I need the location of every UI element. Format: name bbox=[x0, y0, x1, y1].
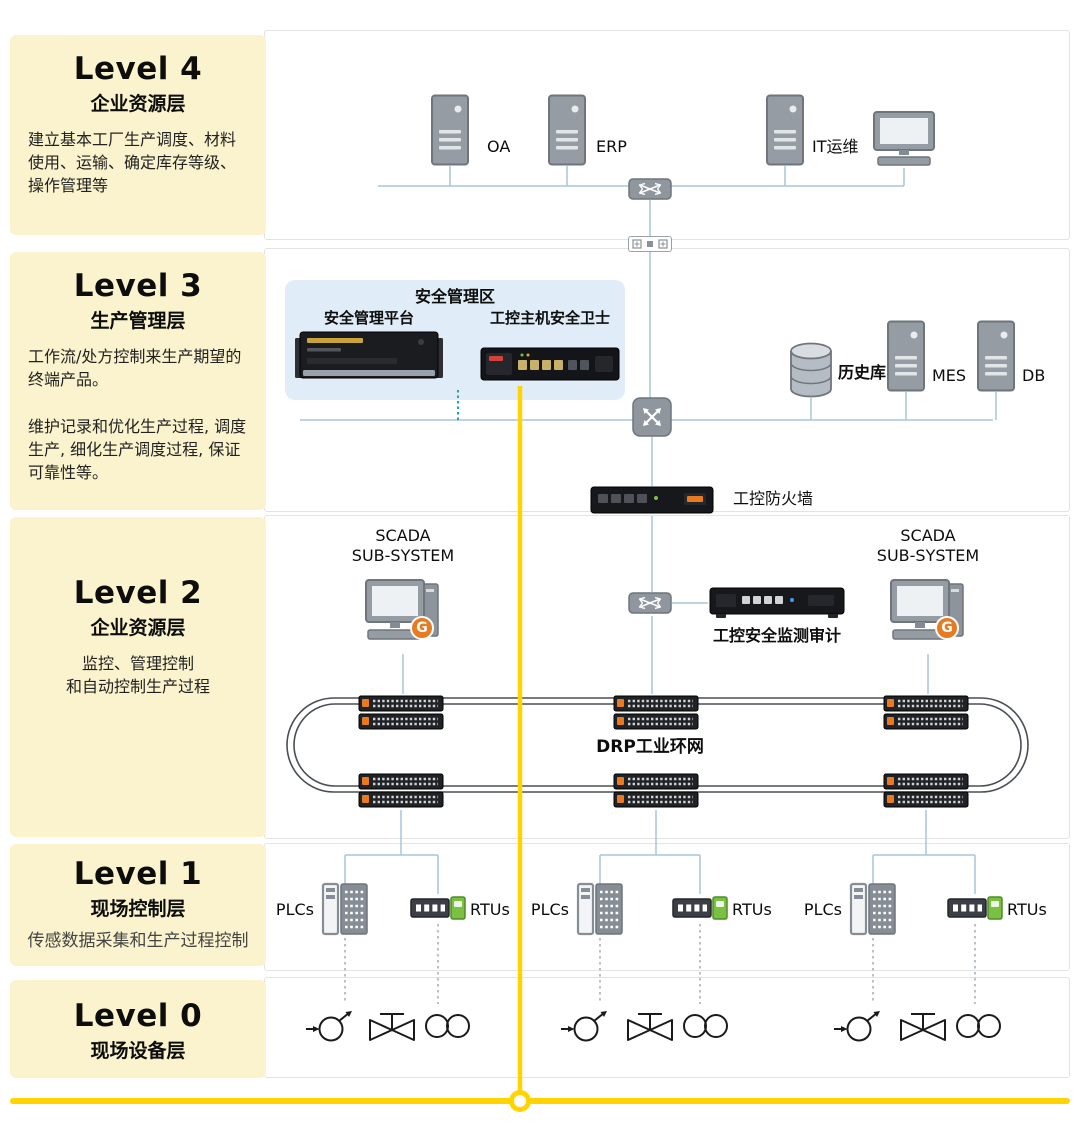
drp-ring-label: DRP工业环网 bbox=[596, 737, 704, 757]
scada-left-workstation-icon bbox=[364, 578, 442, 654]
security-gateway-icon bbox=[628, 236, 672, 252]
level2-description: 监控、管理控制 和自动控制生产过程 bbox=[65, 654, 210, 697]
level2-subtitle: 企业资源层 bbox=[90, 617, 186, 639]
level4-switch-icon bbox=[628, 176, 672, 202]
security-audit-label: 工控安全监测审计 bbox=[712, 626, 841, 645]
level4-description: 建立基本工厂生产调度、材料使用、运输、确定库存等级、操作管理等 bbox=[28, 130, 237, 196]
oa-server-label: OA bbox=[487, 137, 511, 156]
meter-icon-3 bbox=[953, 1012, 1005, 1040]
ring-switch-top-right-icon bbox=[881, 694, 971, 732]
db-label: DB bbox=[1022, 366, 1046, 385]
level0-title: Level 0 bbox=[73, 998, 203, 1034]
it-desktop-icon bbox=[872, 110, 936, 168]
meter-icon-2 bbox=[680, 1012, 732, 1040]
security-audit-appliance-icon bbox=[708, 586, 846, 620]
scada-right-label: SCADA SUB-SYSTEM bbox=[876, 526, 980, 565]
rtus-label-2: RTUs bbox=[732, 900, 772, 919]
level2-switch-icon bbox=[628, 590, 672, 616]
rtu-icon-2 bbox=[672, 894, 728, 922]
level3-description: 工作流/处方控制来生产期望的终端产品。 维护记录和优化生产过程, 调度生产, 细… bbox=[28, 347, 247, 482]
level2-title: Level 2 bbox=[73, 575, 203, 611]
yellow-endpoint-circle bbox=[509, 1090, 531, 1112]
level0-box: Level 0 现场设备层 bbox=[10, 980, 266, 1078]
level4-box: Level 4 企业资源层 建立基本工厂生产调度、材料使用、运输、确定库存等级、… bbox=[10, 35, 266, 235]
panel-level4 bbox=[264, 30, 1070, 240]
host-guard-appliance-icon bbox=[480, 342, 620, 386]
erp-server-icon bbox=[547, 94, 587, 166]
rtu-icon-1 bbox=[410, 894, 466, 922]
level2-box: Level 2 企业资源层 监控、管理控制 和自动控制生产过程 bbox=[10, 517, 266, 837]
level3-subtitle: 生产管理层 bbox=[90, 310, 186, 332]
mes-server-icon bbox=[886, 320, 926, 392]
db-server-icon bbox=[976, 320, 1016, 392]
yellow-baseline bbox=[10, 1098, 1070, 1104]
rtu-icon-3 bbox=[947, 894, 1003, 922]
level1-box: Level 1 现场控制层 传感数据采集和生产过程控制 bbox=[10, 844, 266, 966]
plcs-label-2: PLCs bbox=[530, 900, 569, 919]
plcs-label-1: PLCs bbox=[275, 900, 314, 919]
plc-icon-3 bbox=[849, 882, 897, 936]
pump-icon-2 bbox=[559, 1006, 615, 1044]
industrial-firewall-icon bbox=[590, 484, 714, 516]
level3-switch-icon bbox=[632, 397, 672, 437]
mgmt-platform-rack-icon bbox=[295, 328, 443, 386]
pump-icon-1 bbox=[304, 1006, 360, 1044]
rtus-label-1: RTUs bbox=[470, 900, 510, 919]
plcs-label-3: PLCs bbox=[803, 900, 842, 919]
erp-server-label: ERP bbox=[596, 137, 627, 156]
scada-right-g-badge: G bbox=[935, 616, 959, 640]
ring-switch-bottom-left-icon bbox=[356, 772, 446, 810]
ring-switch-bottom-right-icon bbox=[881, 772, 971, 810]
oa-server-icon bbox=[430, 94, 470, 166]
plc-icon-2 bbox=[576, 882, 624, 936]
historian-label: 历史库 bbox=[838, 363, 887, 382]
pump-icon-3 bbox=[832, 1006, 888, 1044]
rtus-label-3: RTUs bbox=[1007, 900, 1047, 919]
level3-title: Level 3 bbox=[73, 268, 203, 304]
level4-subtitle: 企业资源层 bbox=[90, 93, 186, 115]
ring-switch-top-left-icon bbox=[356, 694, 446, 732]
it-ops-server-icon bbox=[765, 94, 805, 166]
historian-db-icon bbox=[789, 342, 833, 398]
level1-title: Level 1 bbox=[73, 856, 203, 892]
security-zone-title: 安全管理区 bbox=[414, 287, 495, 306]
industrial-firewall-label: 工控防火墙 bbox=[733, 489, 814, 508]
level0-subtitle: 现场设备层 bbox=[90, 1040, 186, 1062]
level3-box: Level 3 生产管理层 工作流/处方控制来生产期望的终端产品。 维护记录和优… bbox=[10, 252, 266, 510]
scada-right-workstation-icon bbox=[889, 578, 967, 654]
valve-icon-2 bbox=[624, 1006, 676, 1044]
ring-switch-top-middle-icon bbox=[611, 694, 701, 732]
valve-icon-1 bbox=[366, 1006, 418, 1044]
level4-title: Level 4 bbox=[73, 51, 203, 87]
level1-description: 传感数据采集和生产过程控制 bbox=[27, 931, 249, 951]
host-guard-label: 工控主机安全卫士 bbox=[489, 309, 610, 327]
plc-icon-1 bbox=[321, 882, 369, 936]
meter-icon-1 bbox=[422, 1012, 474, 1040]
mgmt-platform-label: 安全管理平台 bbox=[323, 309, 414, 327]
level1-subtitle: 现场控制层 bbox=[90, 898, 186, 920]
scada-left-label: SCADA SUB-SYSTEM bbox=[351, 526, 455, 565]
mes-label: MES bbox=[932, 366, 967, 385]
scada-left-g-badge: G bbox=[410, 616, 434, 640]
it-ops-label: IT运维 bbox=[812, 137, 859, 156]
ring-switch-bottom-middle-icon bbox=[611, 772, 701, 810]
valve-icon-3 bbox=[897, 1006, 949, 1044]
